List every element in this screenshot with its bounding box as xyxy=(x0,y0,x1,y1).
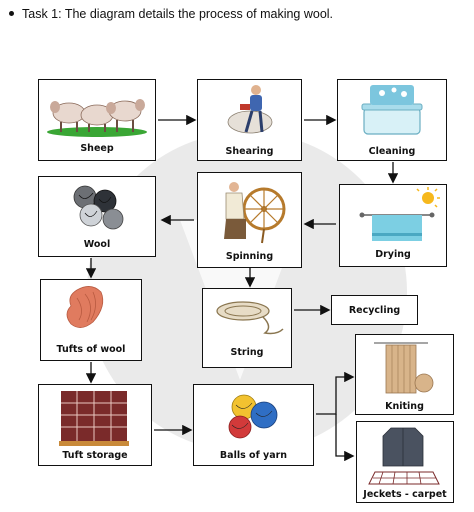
node-wool: Wool xyxy=(38,176,156,257)
task-heading: Task 1: The diagram details the process … xyxy=(9,7,333,21)
node-jackets-label: Jeckets - carpet xyxy=(363,489,447,500)
spinning-wheel-icon xyxy=(224,182,286,244)
jacket-carpet-icon xyxy=(368,427,440,485)
shearing-icon xyxy=(227,85,273,134)
node-cleaning: Cleaning xyxy=(337,79,447,161)
node-drying-label: Drying xyxy=(375,249,411,260)
sheep-icon xyxy=(47,99,147,137)
node-spinning: Spinning xyxy=(197,172,302,268)
node-tufts-label: Tufts of wool xyxy=(56,344,126,355)
node-tufts: Tufts of wool xyxy=(40,279,142,361)
node-wool-label: Wool xyxy=(83,239,111,250)
node-cleaning-label: Cleaning xyxy=(368,146,416,157)
bathtub-icon xyxy=(361,85,423,135)
node-string: String xyxy=(202,288,292,368)
node-string-label: String xyxy=(230,347,264,358)
node-shearing: Shearing xyxy=(197,79,302,161)
pallet-icon xyxy=(59,391,129,446)
node-spinning-label: Spinning xyxy=(225,251,274,262)
node-jackets: Jeckets - carpet xyxy=(356,421,454,503)
node-knitting: Kniting xyxy=(355,334,454,415)
node-recycling: Recycling xyxy=(331,295,418,325)
task-text: Task 1: The diagram details the process … xyxy=(22,7,334,21)
string-icon xyxy=(216,301,284,335)
node-recycling-label: Recycling xyxy=(348,305,401,316)
yarn-balls-icon xyxy=(228,394,278,439)
node-tuft-storage-label: Tuft storage xyxy=(62,450,128,461)
node-balls: Balls of yarn xyxy=(193,384,314,466)
tufts-icon xyxy=(66,286,104,328)
wool-balls-icon xyxy=(73,185,124,230)
node-sheep: Sheep xyxy=(38,79,156,161)
node-sheep-label: Sheep xyxy=(80,143,114,154)
towel-sun-icon xyxy=(359,187,440,241)
bullet-icon xyxy=(9,11,14,17)
node-shearing-label: Shearing xyxy=(225,146,274,157)
knitting-icon xyxy=(374,342,434,394)
node-balls-label: Balls of yarn xyxy=(219,450,288,461)
node-drying: Drying xyxy=(339,184,447,267)
node-knitting-label: Kniting xyxy=(385,401,424,412)
node-tuft-storage: Tuft storage xyxy=(38,384,152,466)
